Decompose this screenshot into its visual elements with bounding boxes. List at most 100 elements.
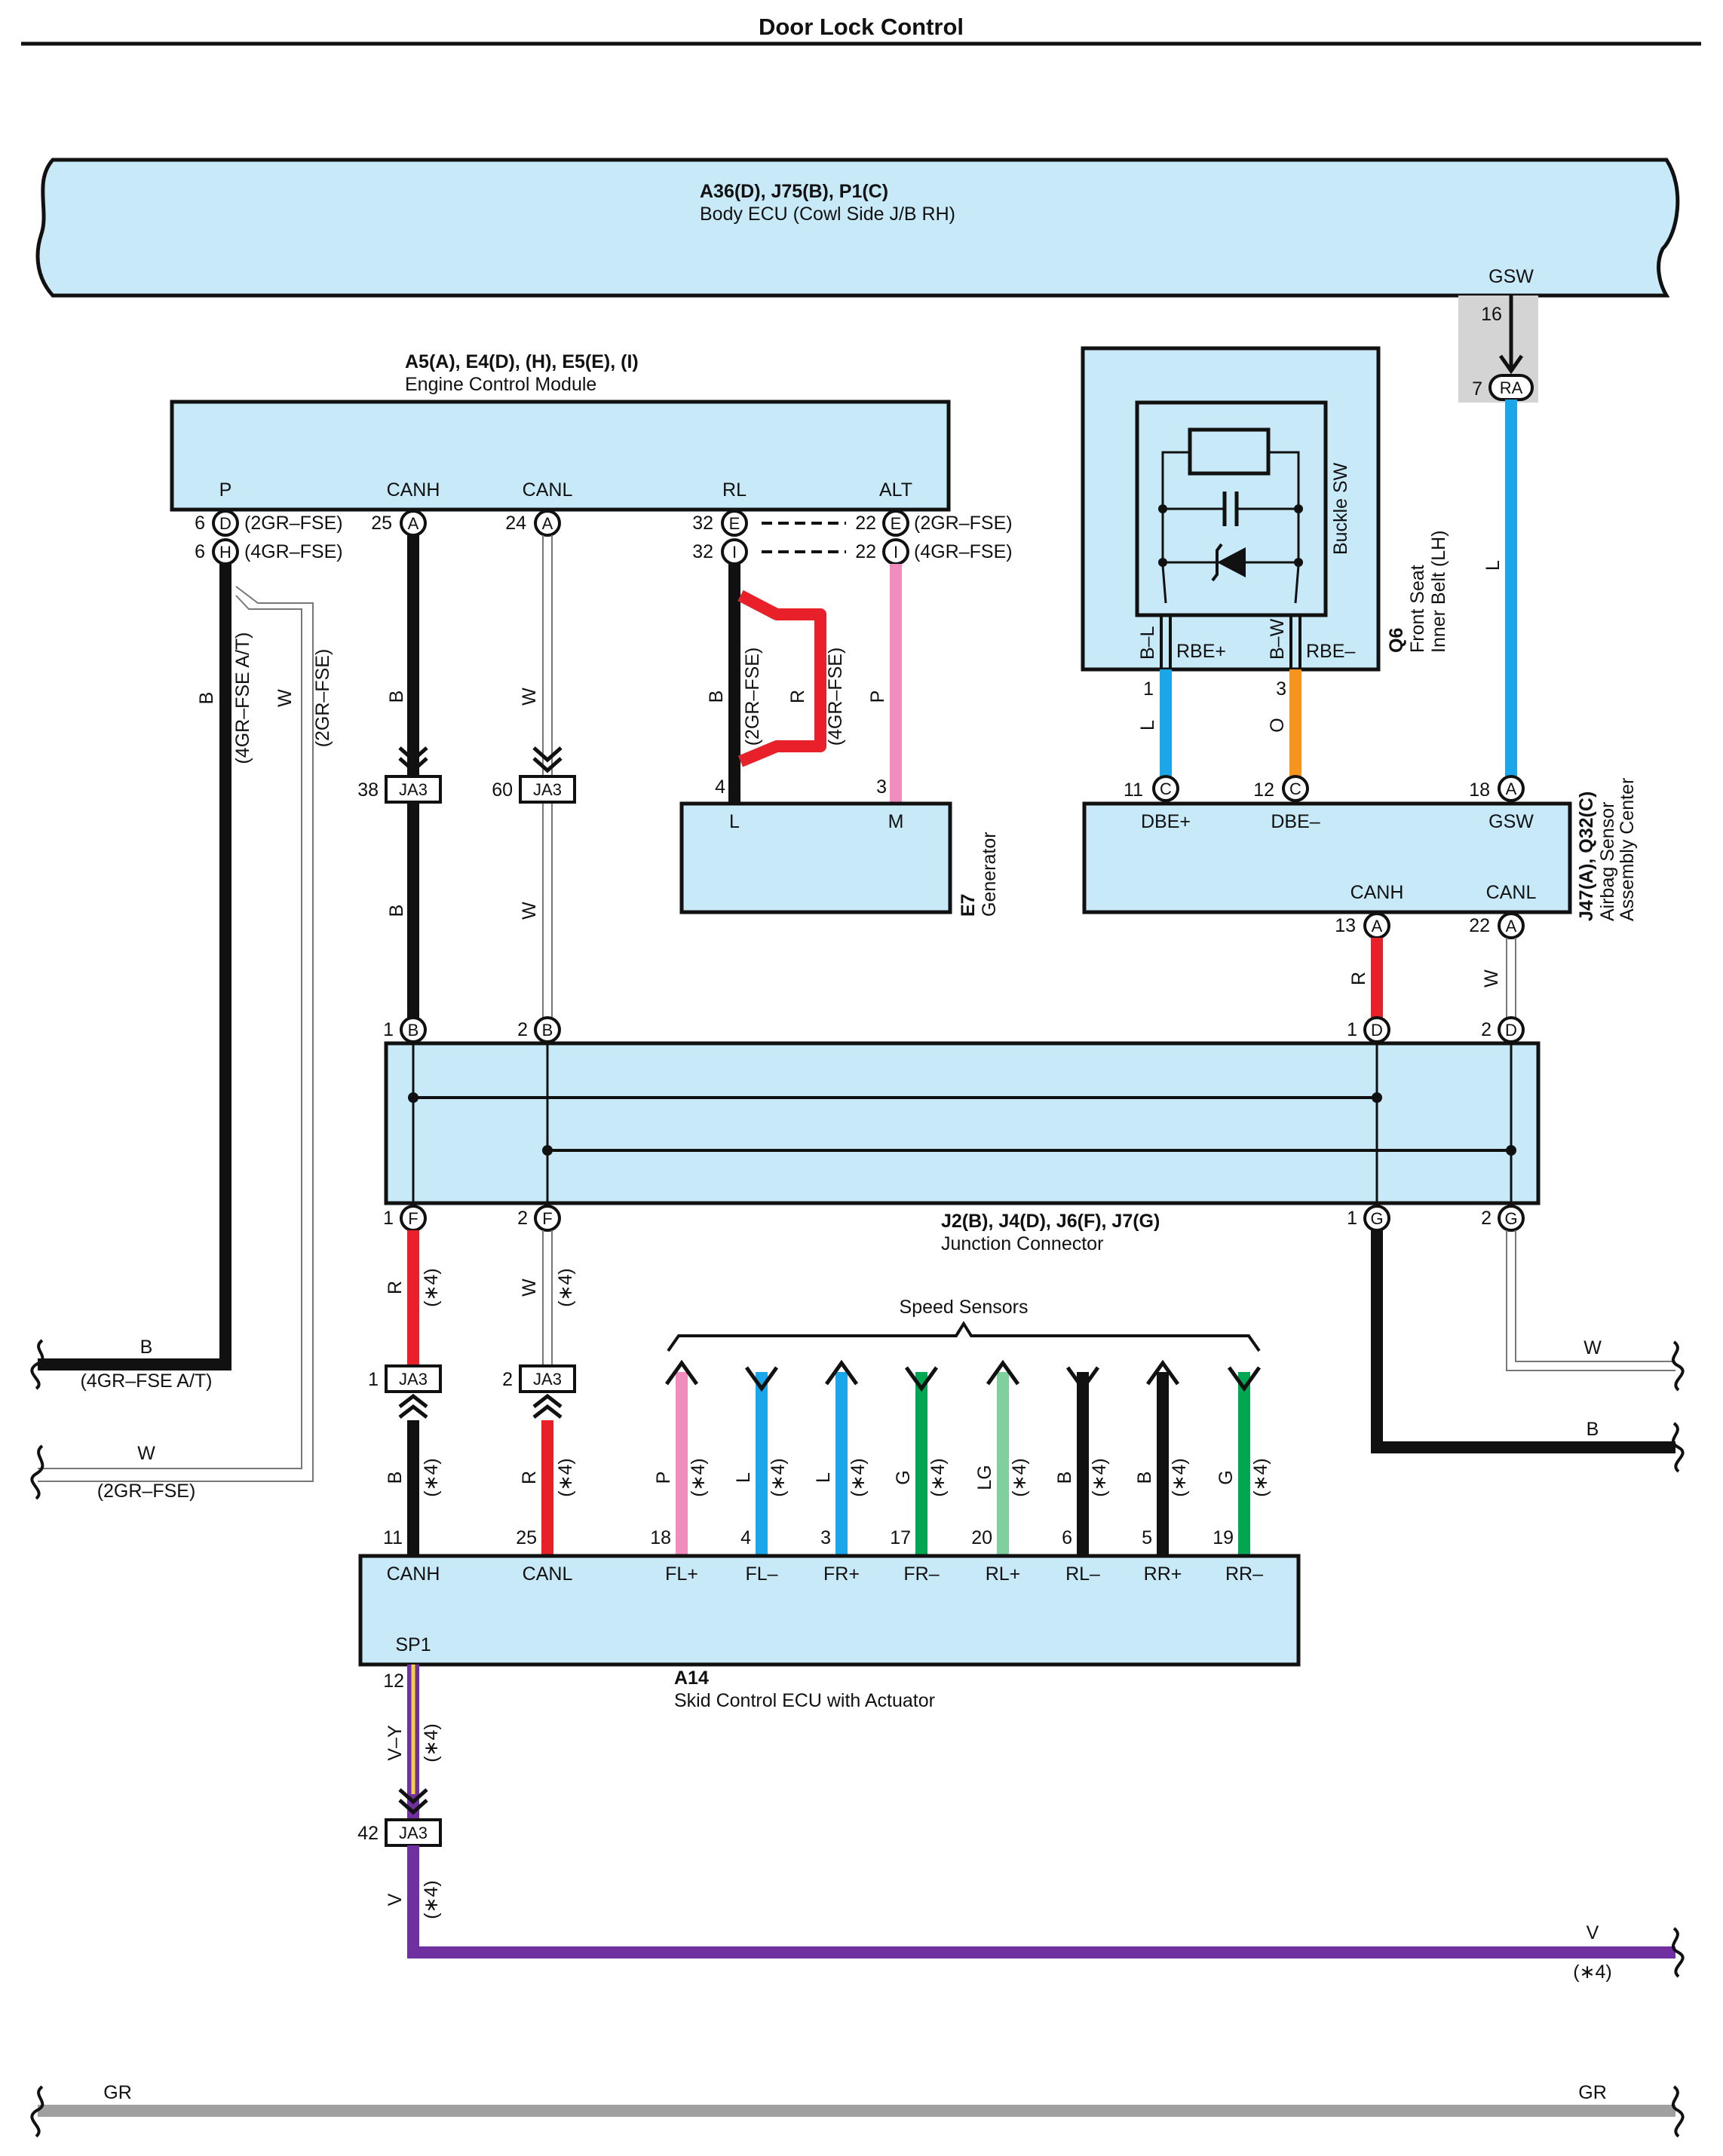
wire-rl-black-note: (2GR–FSE) <box>742 648 763 746</box>
gr-right-break-icon <box>1672 2085 1685 2138</box>
buckle-zener-bar <box>1211 543 1223 582</box>
gr-left-break-icon <box>30 2085 44 2138</box>
wire-v-note: (∗4) <box>421 1880 442 1919</box>
skid-pin-4: 3 <box>820 1527 831 1548</box>
body-ecu-gsw-terminal: GSW <box>1488 266 1534 287</box>
buckle-pin-3: 3 <box>1276 678 1286 700</box>
jc-top-pin-2b-num: 2 <box>517 1019 528 1040</box>
jc-top-pin-1d-num: 1 <box>1347 1019 1357 1040</box>
right-v-label: V <box>1587 1922 1599 1943</box>
jc-top-pin-2d-conn: D <box>1505 1021 1517 1040</box>
gr-right-label: GR <box>1578 2082 1607 2103</box>
ecm-alt-pin-i-note: (4GR–FSE) <box>914 541 1013 562</box>
speed-wire-note-0: (∗4) <box>688 1458 709 1497</box>
wire-jg2-white-b <box>1515 1230 1675 1362</box>
speed-wire-note-1: (∗4) <box>768 1458 789 1497</box>
wire-p-white-note: (2GR–FSE) <box>312 649 333 748</box>
wire-v-purple <box>407 1845 1675 1958</box>
speed-wire-label-4: LG <box>974 1465 995 1490</box>
wire-skid-canl-label: R <box>519 1471 540 1484</box>
skid-pin-3: 4 <box>740 1527 751 1548</box>
jc-top-pin-1b-num: 1 <box>383 1019 394 1040</box>
skid-pin-7: 6 <box>1062 1527 1072 1548</box>
wire-p-white-outer <box>38 595 302 1469</box>
buckle-terminal-rbe-minus: RBE– <box>1306 641 1355 662</box>
wire-p-black-label: B <box>196 692 217 705</box>
ecm-box <box>170 400 951 512</box>
ecm-canl-pin <box>534 510 561 537</box>
ecm-p-pin-d-note: (2GR–FSE) <box>244 513 343 534</box>
wire-skid-canl-note: (∗4) <box>555 1458 576 1497</box>
buckle-terminal-rbe-plus: RBE+ <box>1176 641 1226 662</box>
buckle-zener-diode-icon <box>1217 547 1246 577</box>
ecm-terminal-rl: RL <box>722 479 747 501</box>
right-w-label: W <box>1584 1337 1602 1358</box>
speed-wire-label-0: P <box>653 1472 674 1484</box>
wire-skid-canh-label: B <box>385 1472 406 1484</box>
wire-p-white-outer2 <box>38 586 314 1482</box>
wire-rl-black-label: B <box>706 691 727 703</box>
skid-pin-8: 5 <box>1142 1527 1152 1548</box>
wire-rl-red <box>737 590 826 767</box>
wire-rl-red-note: (4GR–FSE) <box>825 648 846 746</box>
jc-bot-pin-2f-conn: F <box>542 1209 552 1228</box>
buckle-wire-bl: B–L <box>1137 626 1158 660</box>
skid-ecu-terminals: CANH11CANL25FL+18FL–4FR+3FR–17RL+20RL–6R… <box>383 1527 1263 1585</box>
ecm-p-pin-h-note: (4GR–FSE) <box>244 541 343 562</box>
skid-terminal-1: CANL <box>523 1563 573 1585</box>
speed-wire-label-7: G <box>1216 1470 1237 1484</box>
ecm-p-pin-d-conn: D <box>219 514 231 533</box>
junction-node-4 <box>1506 1145 1516 1156</box>
wire-alt-pink-label: P <box>867 691 888 703</box>
airbag-pin-12-num: 12 <box>1253 779 1274 801</box>
airbag-pin-11-num: 11 <box>1124 779 1143 801</box>
skid-pin-0: 11 <box>383 1527 403 1548</box>
airbag-terminal-canh: CANH <box>1351 882 1404 903</box>
speed-wire-label-2: L <box>813 1472 834 1483</box>
airbag-pin-18-conn: A <box>1506 779 1517 798</box>
skid-pin-9: 19 <box>1213 1527 1234 1548</box>
wire-airbag-canh-label: R <box>1348 972 1369 985</box>
wire-ecm-canl-label-2: W <box>519 902 540 920</box>
body-ecu-code: A36(D), J75(B), P1(C) <box>700 181 888 202</box>
ja3-1-chevron-icon <box>398 1393 428 1408</box>
speed-wire-label-6: B <box>1134 1472 1155 1484</box>
skid-terminal-8: RR+ <box>1144 1563 1182 1585</box>
wire-skid-canh-note: (∗4) <box>421 1458 442 1497</box>
ja3-38-box <box>385 775 442 804</box>
speed-wire-arrow-icon-4 <box>986 1359 1020 1386</box>
junction-name: Junction Connector <box>941 1233 1103 1254</box>
wire-jf1-note: (∗4) <box>421 1268 442 1307</box>
ja3-42-label: JA3 <box>399 1824 428 1842</box>
ecm-alt-pin-e-num: 22 <box>855 513 876 534</box>
ja3-2-chevron2-icon <box>532 1404 563 1419</box>
speed-wire-note-6: (∗4) <box>1169 1458 1190 1497</box>
jc-bot-pin-2f-num: 2 <box>517 1208 528 1229</box>
skid-ecu-box <box>358 1554 1301 1667</box>
right-b-label: B <box>1587 1419 1599 1440</box>
body-ecu-box <box>35 158 1680 298</box>
ecm-name: Engine Control Module <box>405 374 596 395</box>
airbag-terminal-dbe-minus: DBE– <box>1271 811 1320 832</box>
left-w-label: W <box>137 1443 155 1464</box>
airbag-terminal-canl: CANL <box>1486 882 1537 903</box>
right-v-note: (∗4) <box>1573 1962 1612 1983</box>
ecm-alt-pin-e <box>882 510 909 537</box>
skid-ecu-code: A14 <box>674 1668 709 1689</box>
skid-terminal-4: FR+ <box>823 1563 860 1585</box>
ja3-1-box <box>385 1364 442 1393</box>
skid-terminal-9: RR– <box>1225 1563 1263 1585</box>
right-break-icon-3 <box>1672 1927 1685 1978</box>
ecm-terminal-p: P <box>219 479 232 501</box>
wire-sp1-vy-label: V–Y <box>385 1725 406 1761</box>
jc-bot-pin-1g-num: 1 <box>1347 1208 1357 1229</box>
generator-box <box>679 801 952 914</box>
airbag-pin-11 <box>1152 775 1179 802</box>
generator-name: Generator <box>979 831 1000 917</box>
speed-wire-note-3: (∗4) <box>927 1458 949 1497</box>
airbag-pin-18-num: 18 <box>1469 779 1490 801</box>
ja3-1-chevron2-icon <box>398 1404 428 1419</box>
speed-sensors-brace <box>667 1321 1261 1352</box>
jc-bot-pin-2g-num: 2 <box>1481 1208 1492 1229</box>
ja3-60-box <box>519 775 576 804</box>
